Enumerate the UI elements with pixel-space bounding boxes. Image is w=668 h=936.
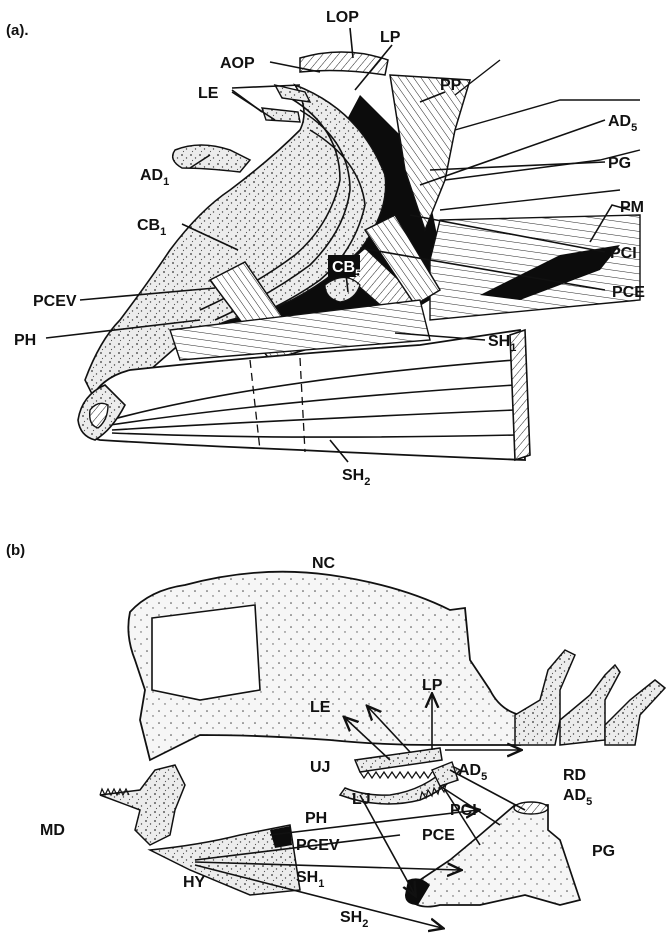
label-aop: AOP <box>220 55 255 72</box>
label-le-b: LE <box>310 699 331 716</box>
label-sh2: SH2 <box>342 467 370 488</box>
label-pg-b: PG <box>592 843 615 860</box>
label-ad5-b: AD5 <box>458 762 487 783</box>
label-pce: PCE <box>612 284 645 301</box>
pectoral-girdle <box>410 805 580 907</box>
label-lp: LP <box>380 29 401 46</box>
label-ad1: AD1 <box>140 167 169 188</box>
panel-b-tag: (b) <box>6 542 25 559</box>
label-md: MD <box>40 822 65 839</box>
label-nc: NC <box>312 555 336 572</box>
vertebrae <box>515 650 665 745</box>
label-ad5-rd: AD5 <box>563 787 592 808</box>
lop-muscle <box>300 52 388 75</box>
label-lp-b: LP <box>422 677 443 694</box>
mandible <box>100 765 185 845</box>
label-pce-b: PCE <box>422 827 455 844</box>
label-lop: LOP <box>326 9 359 26</box>
label-ad5: AD5 <box>608 113 637 134</box>
label-rd: RD <box>563 767 586 784</box>
label-pp: PP <box>440 77 462 94</box>
label-pcev-b: PCEV <box>296 837 340 854</box>
label-uj: UJ <box>310 759 330 776</box>
label-cb1: CB1 <box>137 217 166 238</box>
label-pcev: PCEV <box>33 293 77 310</box>
label-pg: PG <box>608 155 631 172</box>
panel-a-tag: (a). <box>6 22 29 39</box>
label-ph-b: PH <box>305 810 327 827</box>
label-hy: HY <box>183 874 206 891</box>
label-pci: PCI <box>610 245 637 262</box>
panel-b-drawing <box>100 572 665 907</box>
label-sh2-b: SH2 <box>340 909 368 930</box>
label-ph-a: PH <box>14 332 36 349</box>
label-le: LE <box>198 85 219 102</box>
label-pci-b: PCI <box>450 802 477 819</box>
label-pm: PM <box>620 199 644 216</box>
label-lj: LJ <box>352 791 371 808</box>
